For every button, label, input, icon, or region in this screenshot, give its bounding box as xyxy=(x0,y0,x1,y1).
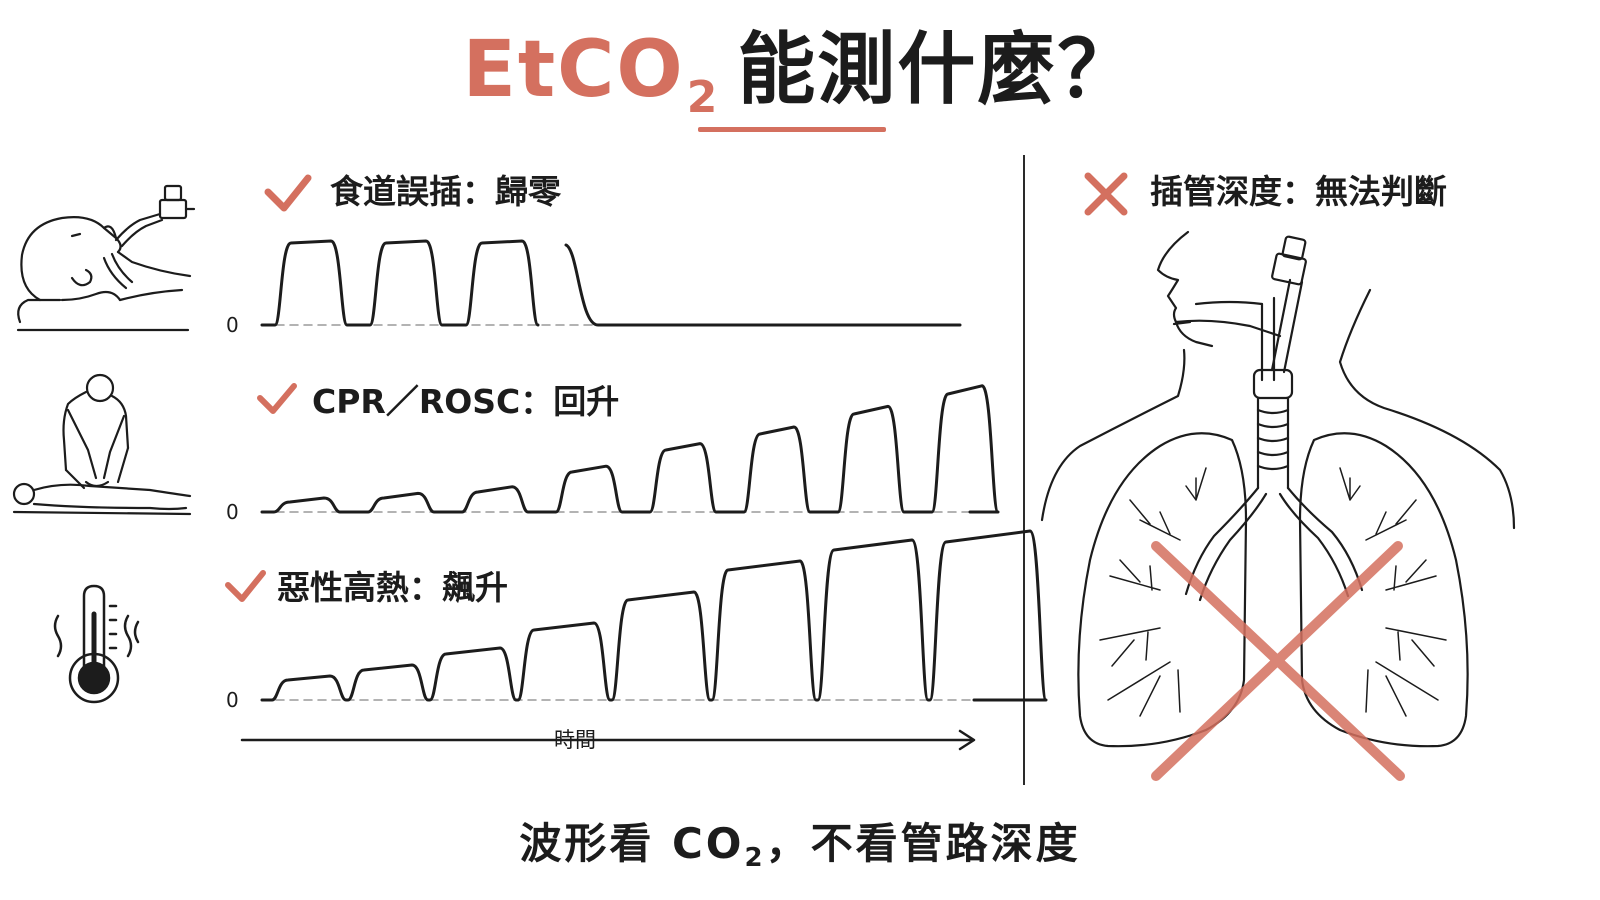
time-axis-arrowhead xyxy=(958,729,976,751)
title-rest: 能測什麼？ xyxy=(737,25,1138,115)
card3-label: 惡性高熱：飆升 xyxy=(277,568,508,607)
check-icon xyxy=(264,174,312,212)
panel-divider xyxy=(1023,155,1025,785)
lungs-cross-icon xyxy=(1151,541,1405,781)
title-underline xyxy=(698,127,886,132)
waveform-esophageal xyxy=(260,239,962,327)
thermometer-icon xyxy=(53,584,140,704)
lungs-trachea-illustration xyxy=(1040,230,1516,748)
cross-icon xyxy=(1084,172,1128,216)
waveform-cpr-rosc xyxy=(260,384,1000,514)
title-highlight: EtCO2 xyxy=(462,25,720,123)
zero-tick-1: 0 xyxy=(226,313,239,337)
cpr-icon xyxy=(12,373,192,516)
bottom-caption: 波形看 CO2，不看管路深度 xyxy=(519,819,1081,873)
waveform-malignant-hyperthermia xyxy=(260,529,1048,702)
check-icon xyxy=(257,383,297,414)
zero-tick-3: 0 xyxy=(226,688,239,712)
card1-label: 食道誤插：歸零 xyxy=(330,172,561,211)
card2-label: CPR／ROSC：回升 xyxy=(312,382,620,421)
zero-tick-2: 0 xyxy=(226,500,239,524)
right-panel-label: 插管深度：無法判斷 xyxy=(1150,172,1447,211)
check-icon xyxy=(225,570,266,602)
intubated-patient-icon xyxy=(16,184,196,332)
